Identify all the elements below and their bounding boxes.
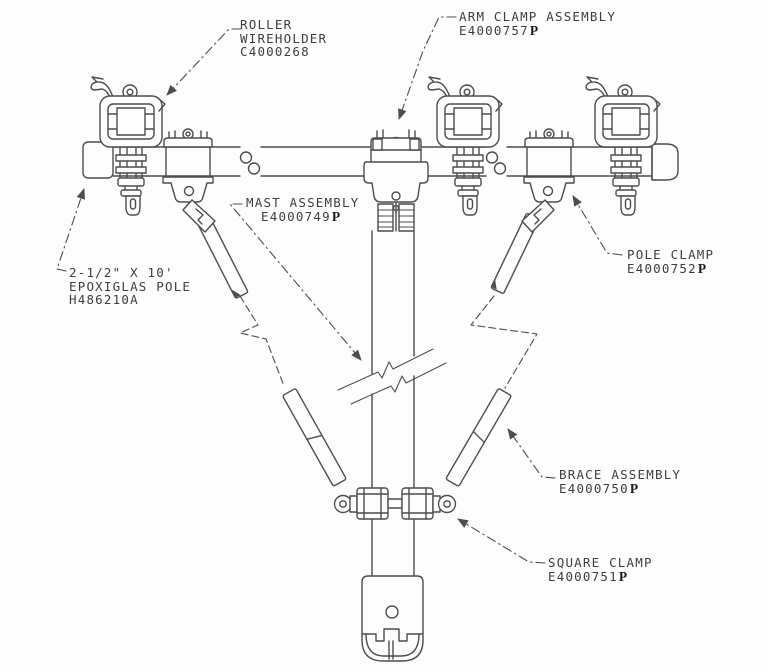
part-name: SQUARE CLAMP	[548, 555, 653, 570]
pole-clamp-left	[162, 128, 216, 233]
brace-left	[195, 213, 347, 487]
part-number: E4000752P	[627, 260, 708, 276]
mast-break-line	[337, 348, 434, 391]
label-brace-assembly: BRACE ASSEMBLY E4000750P	[559, 468, 681, 495]
leader-arm-clamp	[398, 16, 457, 121]
leader-pole-clamp	[572, 195, 623, 256]
mast-base-bracket	[361, 575, 424, 662]
label-epoxiglas-pole: 2-1/2" X 10' EPOXIGLAS POLE H486210A	[69, 266, 191, 307]
roller-wireholder-middle	[427, 76, 503, 216]
part-name: MAST ASSEMBLY	[246, 195, 360, 210]
part-name: WIREHOLDER	[240, 30, 328, 46]
part-name: EPOXIGLAS POLE	[69, 278, 192, 294]
label-arm-clamp-assembly: ARM CLAMP ASSEMBLY E4000757P	[459, 10, 616, 37]
roller-wireholder-right	[585, 76, 661, 216]
part-suffix: P	[618, 568, 629, 584]
part-suffix: P	[697, 260, 708, 276]
mast-break-line	[350, 362, 447, 405]
brace-break-left	[239, 295, 285, 387]
mast	[337, 230, 447, 662]
arm-clamp-assembly	[363, 129, 429, 232]
part-name: ARM CLAMP ASSEMBLY	[459, 9, 617, 24]
part-number: H486210A	[69, 292, 139, 307]
leader-lines	[56, 16, 623, 564]
leader-mast-assembly	[229, 203, 362, 361]
part-name: ROLLER	[240, 17, 293, 32]
pole-clamp-right	[521, 128, 575, 233]
leader-brace-assembly	[507, 428, 556, 479]
part-name: BRACE ASSEMBLY	[559, 467, 682, 482]
leader-epoxiglas-pole	[56, 187, 86, 272]
part-suffix: P	[529, 22, 540, 38]
label-square-clamp: SQUARE CLAMP E4000751P	[548, 556, 653, 583]
label-roller-wireholder: ROLLER WIREHOLDER C4000268	[240, 18, 327, 59]
label-pole-clamp: POLE CLAMP E4000752P	[627, 248, 714, 275]
part-suffix: P	[331, 208, 342, 224]
part-name: POLE CLAMP	[627, 247, 715, 262]
part-number: C4000268	[240, 44, 310, 59]
part-number: E4000749P	[261, 208, 342, 224]
label-mast-assembly: MAST ASSEMBLY E4000749P	[246, 196, 359, 223]
part-name: 2-1/2" X 10'	[69, 265, 174, 280]
tube-break-right	[485, 151, 499, 164]
brace-break-right	[470, 295, 538, 389]
part-number: E4000751P	[548, 568, 629, 584]
leader-roller-wireholder	[166, 28, 242, 96]
square-clamp-assembly	[333, 487, 457, 520]
brace-right	[445, 212, 540, 487]
part-suffix: P	[629, 480, 640, 496]
leader-square-clamp	[457, 518, 546, 564]
tube-break-left	[239, 151, 253, 164]
part-number: E4000750P	[559, 480, 640, 496]
part-number: E4000757P	[459, 22, 540, 38]
